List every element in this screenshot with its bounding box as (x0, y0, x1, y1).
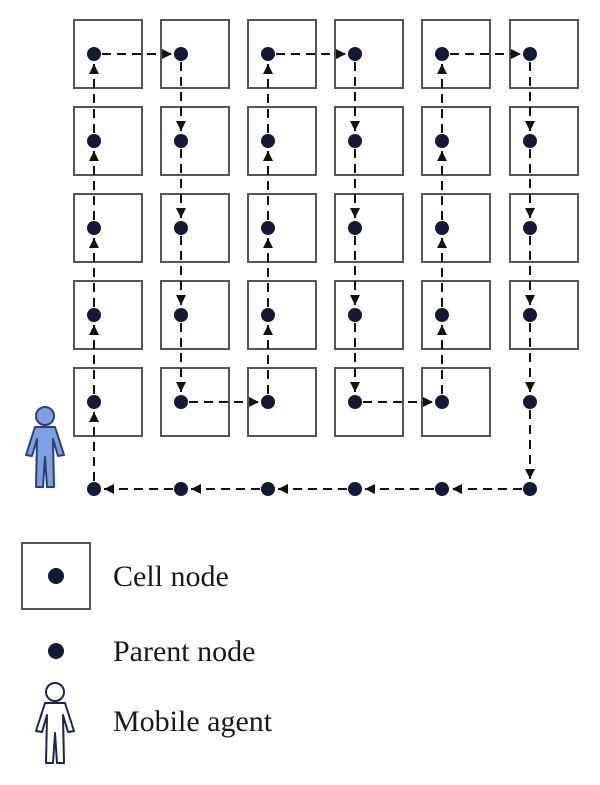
parent-node (523, 47, 537, 61)
parent-node (87, 47, 101, 61)
cell-node (73, 193, 143, 263)
parent-node (435, 221, 449, 235)
parent-node (435, 482, 449, 496)
parent-node (348, 47, 362, 61)
parent-node (87, 221, 101, 235)
cell-node (73, 280, 143, 350)
parent-node (348, 134, 362, 148)
cell-node (509, 19, 579, 89)
cell-node (421, 193, 491, 263)
parent-node (523, 134, 537, 148)
legend-mobile-agent: Mobile agent (35, 682, 273, 764)
parent-node (435, 134, 449, 148)
parent-node (348, 482, 362, 496)
cell-node (160, 106, 230, 176)
cell-node (160, 193, 230, 263)
cell-node (247, 106, 317, 176)
cell-node (247, 280, 317, 350)
agent-path (87, 47, 537, 494)
parent-node (261, 482, 275, 496)
cell-node (73, 106, 143, 176)
parent-node (523, 221, 537, 235)
cell-grid (73, 19, 579, 437)
mobile-agent-legend-icon (35, 682, 75, 764)
cell-node (247, 193, 317, 263)
cell-node-dot-icon (48, 568, 64, 584)
cell-node (421, 280, 491, 350)
legend-parent-node-label: Parent node (113, 635, 255, 668)
parent-node (87, 482, 101, 496)
parent-node (261, 47, 275, 61)
legend-cell-node: Cell node (21, 542, 229, 610)
parent-node (174, 482, 188, 496)
cell-node (421, 106, 491, 176)
parent-node (348, 221, 362, 235)
parent-node (348, 395, 362, 409)
parent-node (87, 308, 101, 322)
cell-node (334, 280, 404, 350)
mobile-agent-icon (25, 406, 65, 488)
cell-node (509, 280, 579, 350)
cell-node (509, 193, 579, 263)
parent-node (174, 308, 188, 322)
parent-node (174, 395, 188, 409)
cell-node (160, 280, 230, 350)
parent-node (435, 47, 449, 61)
legend: Cell node Parent node Mobile agent (21, 542, 273, 764)
parent-node (87, 395, 101, 409)
cell-node (334, 106, 404, 176)
cell-node (334, 193, 404, 263)
parent-node (523, 482, 537, 496)
legend-parent-node: Parent node (48, 635, 255, 668)
parent-node (261, 221, 275, 235)
legend-cell-node-label: Cell node (113, 560, 229, 593)
legend-mobile-agent-label: Mobile agent (113, 705, 273, 738)
parent-node (523, 308, 537, 322)
parent-node (87, 134, 101, 148)
parent-node (523, 395, 537, 409)
cell-node (160, 19, 230, 89)
parent-node (261, 395, 275, 409)
parent-node (435, 395, 449, 409)
parent-node (174, 134, 188, 148)
parent-node-icon (48, 643, 64, 659)
parent-node (174, 221, 188, 235)
cell-node (73, 367, 143, 437)
cell-node (247, 367, 317, 437)
cell-node (421, 367, 491, 437)
parent-node (261, 134, 275, 148)
parent-node (261, 308, 275, 322)
parent-node (348, 308, 362, 322)
cell-node (509, 106, 579, 176)
bottom-parent-row (87, 482, 537, 496)
cell-node (334, 19, 404, 89)
parent-node (174, 47, 188, 61)
parent-node (435, 308, 449, 322)
